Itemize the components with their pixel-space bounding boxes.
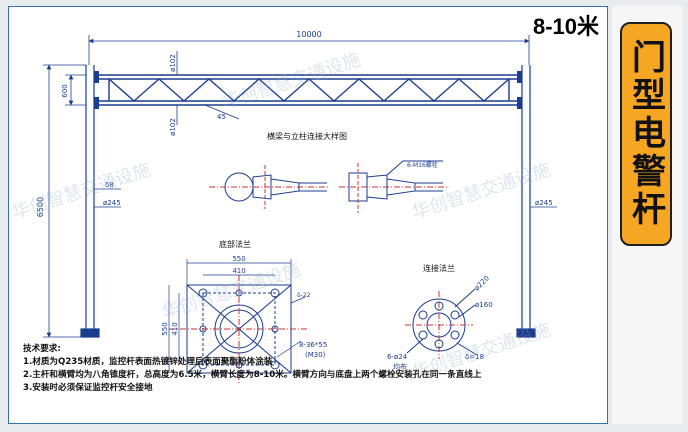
flange-thk: δ=18 [465, 353, 484, 361]
column-dia-right: ø245 [535, 199, 553, 207]
base-detail-title: 底部法兰 [219, 239, 251, 249]
depth-dimension [65, 74, 86, 106]
base-outer-h: 550 [161, 322, 169, 335]
gantry-drawing: 10000 [36, 30, 557, 383]
base-bolt-spec: 8-36*55 [299, 341, 327, 349]
flange-pcd-dia: ø160 [475, 301, 493, 309]
beam-detail-left [209, 165, 329, 209]
title-card: 门型电警杆 [620, 22, 672, 246]
top-chord-dia: ø102 [169, 54, 177, 72]
note-line-3: 3.安装时必须保证监控杆安全接地 [23, 383, 153, 393]
column-leaders [94, 188, 557, 208]
notes-title: 技术要求: [23, 344, 61, 354]
sidebar: 门型电警杆 [612, 6, 682, 424]
right-column [516, 65, 536, 338]
flange-holes: 6-ø24 [387, 353, 408, 361]
flange-detail-title: 连接法兰 [423, 263, 455, 273]
note-line-2: 2.主杆和横臂均为八角锥度杆，总高度为6.5米，横臂长度为8-10米。横臂方向与… [23, 370, 482, 380]
flange-holes-note: 均布 [393, 362, 407, 371]
beam-end-flanges [94, 71, 522, 109]
base-flange-plate [169, 275, 309, 383]
base-inner-h: 410 [171, 322, 179, 335]
base-inner-w: 410 [232, 267, 245, 275]
sidebar-title: 门型电警杆 [625, 39, 666, 229]
height-label: 6500 [36, 197, 45, 217]
base-outer-w: 550 [232, 255, 245, 263]
note-line-1: 1.材质为Q235材质，监控杆表面热镀锌处理后表面聚酯粉体涂装 [23, 357, 273, 367]
column-dia-left: ø245 [103, 199, 121, 207]
depth-label: 600 [61, 84, 69, 97]
left-column [80, 65, 100, 338]
base-plate-thk: δ-22 [297, 292, 311, 299]
column-wall-label: δ8 [105, 181, 114, 189]
base-bolt-size: (M30) [305, 351, 326, 359]
flange-outer-dia: ø220 [473, 274, 491, 292]
span-dimension [88, 35, 530, 65]
technical-notes: 技术要求: 1.材质为Q235材质，监控杆表面热镀锌处理后表面聚酯粉体涂装 2.… [23, 343, 583, 395]
truss-beam [94, 74, 522, 106]
brace-label: 45 [217, 113, 226, 121]
beam-detail-title: 横梁与立柱连接大样图 [267, 131, 347, 141]
beam-detail-right [339, 160, 449, 213]
base-dimensions [168, 259, 306, 373]
chord-leaders [176, 51, 240, 125]
span-label: 10000 [296, 30, 321, 39]
range-title: 8-10米 [532, 14, 599, 39]
height-dimension [43, 64, 86, 338]
bolt-label: 6-M16螺栓 [407, 161, 438, 169]
connection-flange [405, 288, 478, 359]
bottom-chord-dia: ø102 [169, 118, 177, 136]
drawing-frame: 8-10米 10000 [8, 6, 608, 424]
